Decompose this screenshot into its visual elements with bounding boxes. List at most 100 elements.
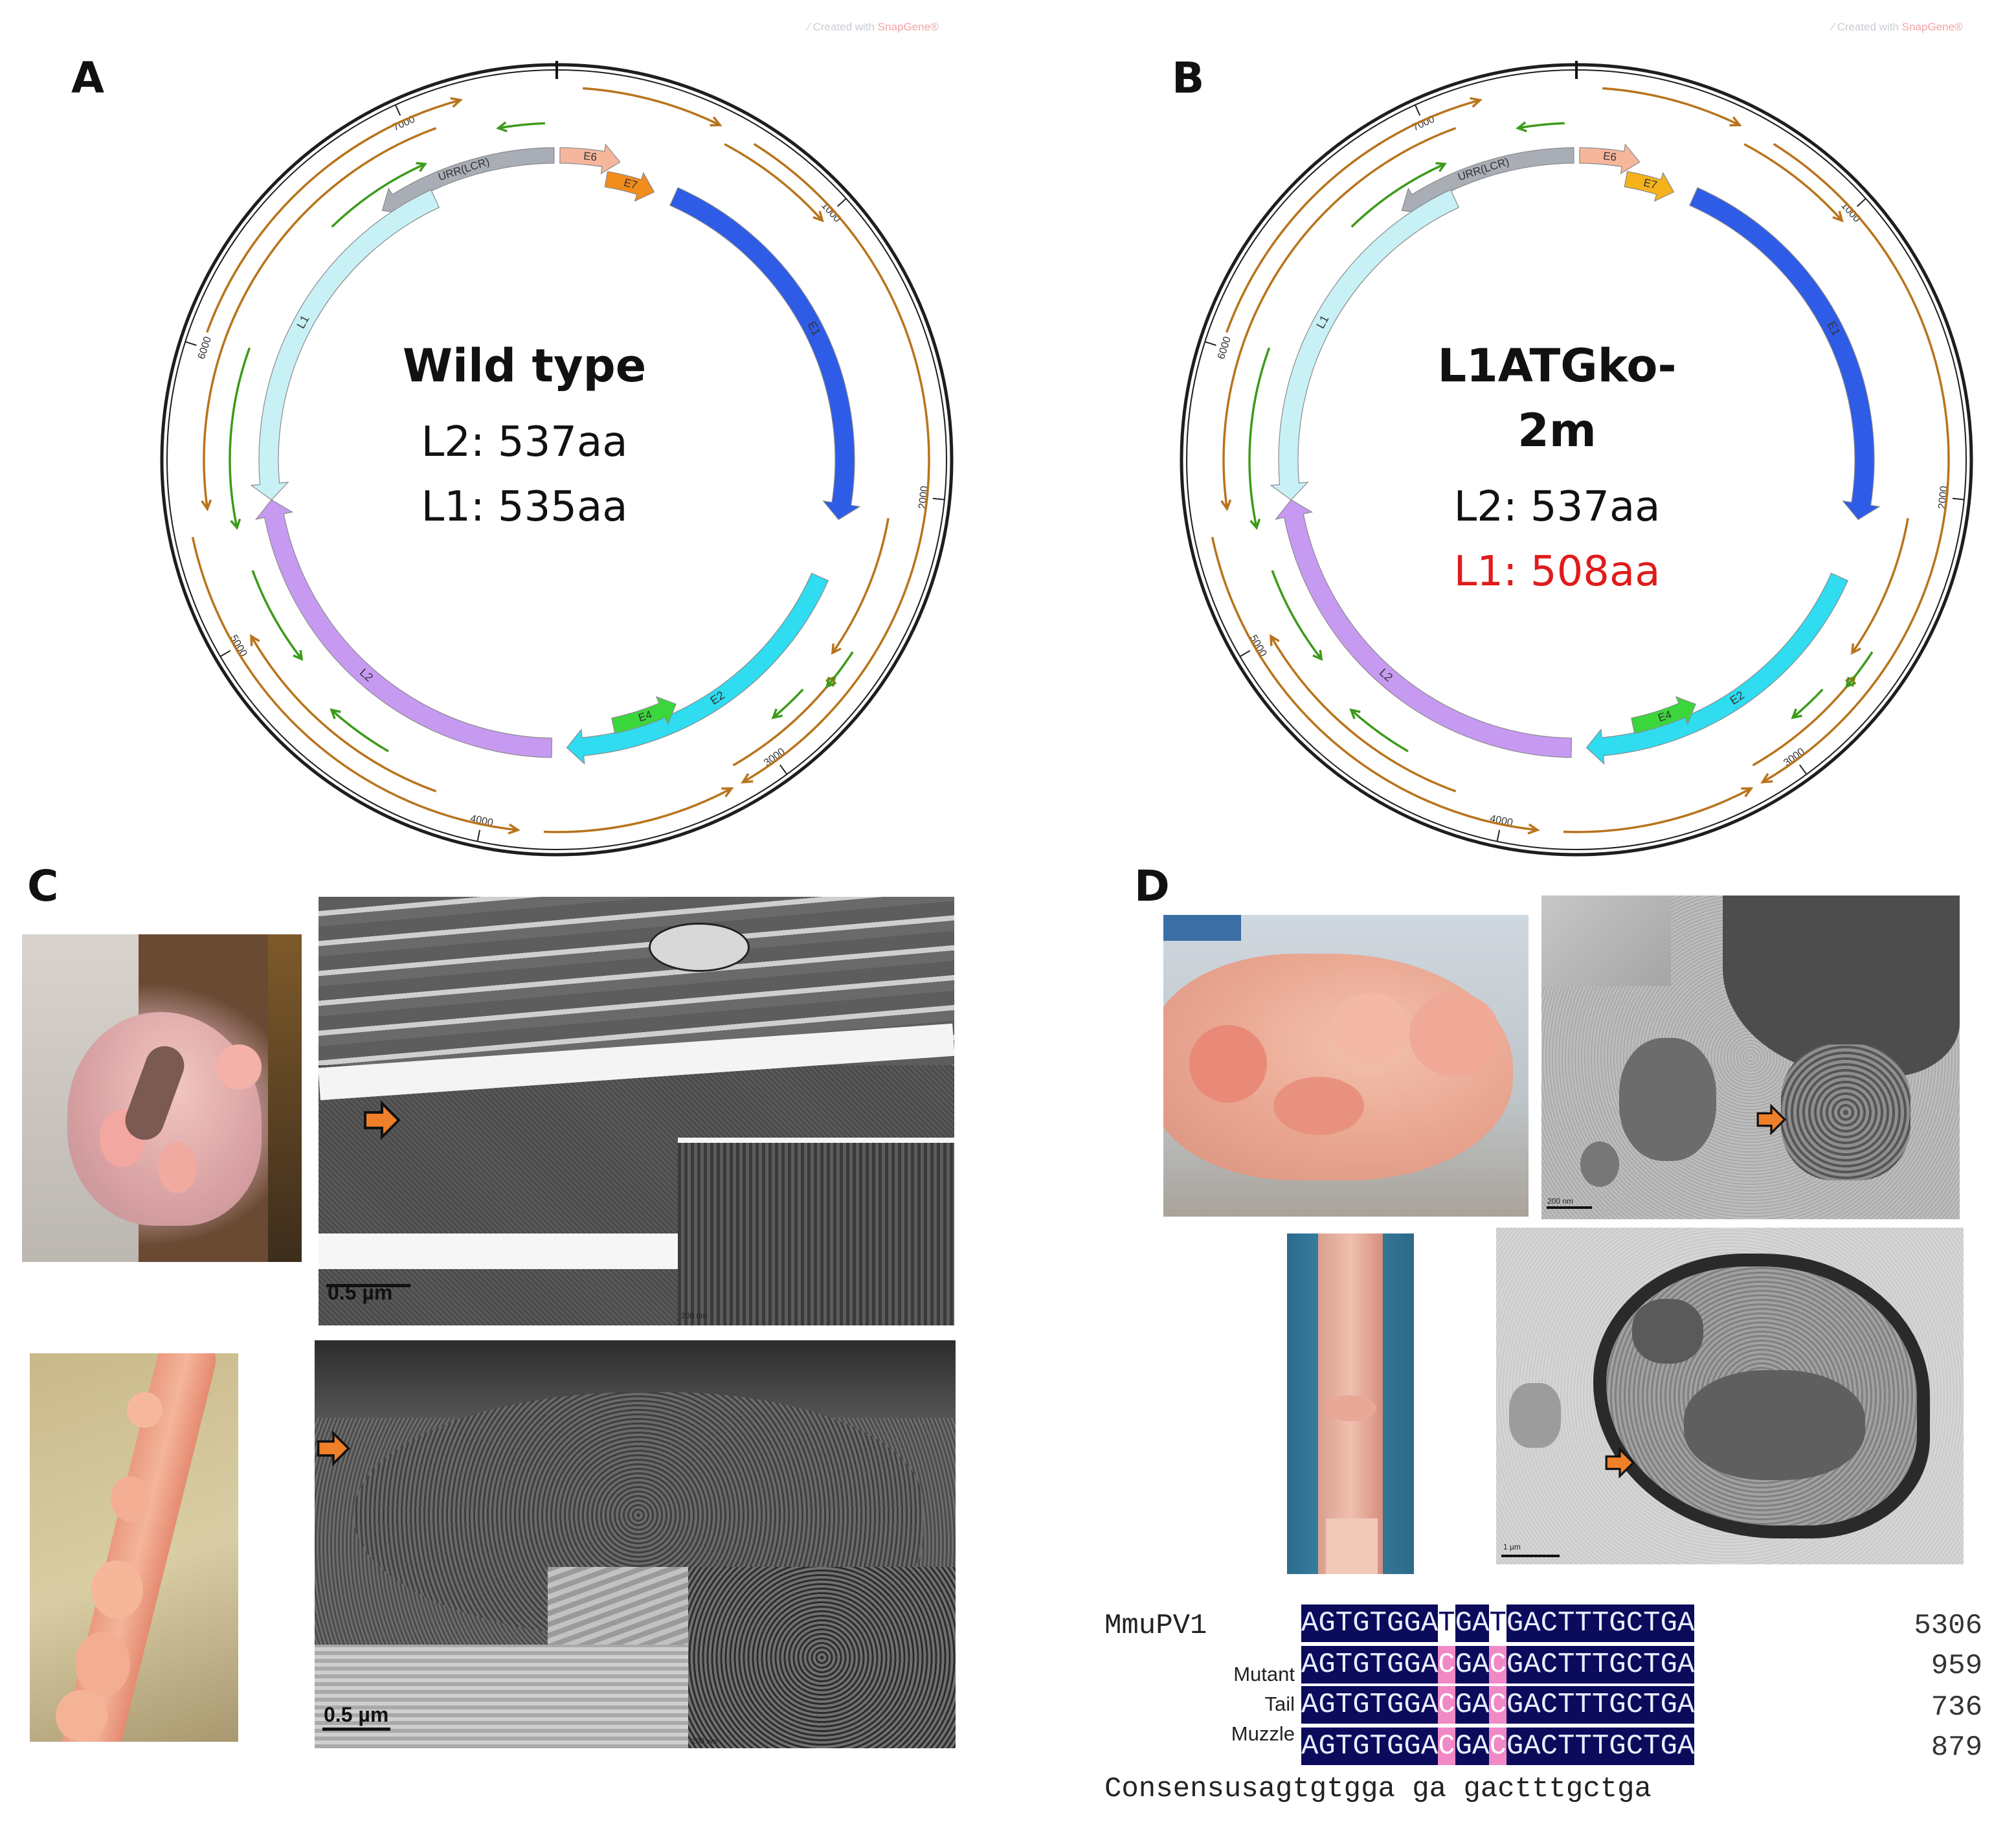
alignment-sequence-row: AGTGTGGACGACGACTTTGCTGA (1301, 1728, 1695, 1765)
arrow-marker-icon (1605, 1447, 1635, 1478)
e1-arrow (1689, 186, 1881, 521)
orf-arc-brown-6-head (721, 787, 734, 798)
arrow-marker-icon (364, 1101, 401, 1140)
orf-arc-brown-10-head (450, 96, 463, 108)
orf-arc-green-7-head (825, 677, 837, 689)
alignment-label-tail: Tail (1264, 1693, 1295, 1715)
orf-arc-green-3-head (1249, 519, 1261, 530)
alignment-number-mutant: 959 (1931, 1650, 1982, 1682)
orf-arc-brown-7 (191, 537, 519, 831)
panel-label-b: B (1172, 53, 1205, 103)
orf-arc-brown-4 (831, 517, 890, 654)
orf-arc-green-6-head (771, 708, 783, 719)
orf-arc-brown-9-head (201, 499, 212, 512)
mismatch-base: C (1438, 1686, 1455, 1724)
snapgene-credit-a: ⁄ Created with SnapGene® (808, 21, 939, 34)
map-a-l2-length: L2: 537aa (421, 418, 628, 466)
alignment-sequence-row: AGTGTGGATGATGACTTTGCTGA (1301, 1604, 1695, 1642)
snapgene-logo-icon: ⁄ (1832, 21, 1834, 33)
tick-5000 (219, 649, 231, 657)
reference-base: T (1489, 1604, 1506, 1642)
em-image-muzzle-mutant (1541, 895, 1960, 1219)
panel-label-a: A (71, 53, 105, 103)
tick-label-5000: 5000 (1248, 633, 1269, 659)
orf-arc-brown-4-head (1850, 643, 1861, 655)
e6-label: E6 (1602, 150, 1617, 163)
alignment-sequence-row: AGTGTGGACGACGACTTTGCTGA (1301, 1646, 1695, 1683)
muzzle-photo-mutant (1163, 915, 1529, 1217)
orf-arc-green-6-head (1791, 708, 1802, 719)
em-image-muzzle-wild-type (319, 897, 954, 1325)
orf-arc-green-6 (772, 688, 804, 719)
sequence-segment: GA (1455, 1604, 1490, 1642)
tick-1000 (836, 197, 847, 207)
snapgene-credit-prefix: Created with (1837, 21, 1902, 33)
tick-2000 (1952, 497, 1964, 501)
sequence-segment: GACTTTGCTGA (1506, 1646, 1695, 1683)
e4-arrow (611, 696, 677, 734)
alignment-number-muzzle: 879 (1931, 1731, 1982, 1764)
orf-arc-brown-2-head (1832, 210, 1844, 223)
scale-label-d-top: 200 nm (1547, 1197, 1574, 1206)
sequence-segment: GA (1455, 1728, 1490, 1765)
tick-4000 (476, 829, 481, 842)
orf-arc-green-7 (1846, 651, 1874, 688)
orf-arc-brown-10 (1226, 98, 1481, 333)
orf-arc-brown-2 (724, 143, 823, 221)
plasmid-map-l1atgko: 1000200030004000500060007000URR(LCR)E6E7… (1180, 61, 1973, 857)
scale-label-c-top: 0.5 µm (328, 1281, 393, 1304)
orf-arc-brown-4-head (831, 643, 842, 655)
sequence-segment: AGTGTGGA (1301, 1646, 1439, 1683)
tick-4000 (1496, 829, 1501, 842)
map-b-l2-length: L2: 537aa (1453, 483, 1661, 531)
alignment-label-mutant: Mutant (1233, 1663, 1295, 1685)
map-b-center-text: L1ATGko-2m L2: 537aa L1: 508aa (1408, 333, 1706, 604)
e2-arrow (566, 572, 829, 765)
tick-7000 (1414, 104, 1421, 116)
orf-arc-brown-4 (1851, 517, 1909, 654)
orf-arc-green-1-head (496, 121, 508, 133)
orf-arc-brown-7-head (1527, 823, 1540, 835)
orf-arc-green-3-head (230, 519, 241, 530)
tick-2000 (932, 497, 945, 501)
orf-arc-brown-8-head (250, 634, 260, 646)
orf-arc-brown-3-head (741, 772, 754, 783)
e1-arrow (669, 186, 861, 521)
orf-arc-brown-10-head (1470, 96, 1483, 108)
consensus-sequence: agtgtgga ga gactttgctga (1258, 1773, 1652, 1805)
tick-3000 (1799, 764, 1808, 775)
l1-arrow (1270, 189, 1460, 501)
orf-arc-green-1-head (1516, 121, 1527, 133)
sequence-segment: GA (1455, 1686, 1490, 1724)
sequence-segment: GA (1455, 1646, 1490, 1683)
orf-arc-brown-6 (543, 787, 732, 833)
orf-arc-green-3 (1248, 347, 1271, 528)
alignment-sequence-row: AGTGTGGACGACGACTTTGCTGA (1301, 1686, 1695, 1724)
orf-arc-brown-1-head (1729, 116, 1742, 127)
snapgene-credit-prefix: Created with (812, 21, 878, 33)
consensus-label: Consensus (1104, 1773, 1259, 1805)
alignment-label-muzzle: Muzzle (1231, 1722, 1295, 1745)
tick-5000 (1239, 649, 1251, 657)
orf-arc-brown-2-head (812, 210, 824, 223)
alignment-consensus: Consensusagtgtgga ga gactttgctga (1104, 1770, 1652, 1808)
alignment-number-reference: 5306 (1914, 1610, 1982, 1642)
tick-6000 (1204, 341, 1216, 346)
arrow-marker-icon (1756, 1104, 1787, 1135)
orf-arc-green-3 (229, 347, 251, 528)
orf-arc-brown-8 (250, 635, 437, 793)
orf-arc-green-4 (330, 709, 389, 752)
e6-arrow (559, 143, 621, 175)
e7-arrow (604, 171, 655, 202)
panel-label-c: C (27, 861, 59, 911)
tick-label-6000: 6000 (1216, 335, 1233, 361)
sequence-segment: GACTTTGCTGA (1506, 1686, 1695, 1724)
urr-label: URR(LCR) (436, 155, 491, 183)
map-a-title: Wild type (402, 339, 647, 392)
scale-label-d-bottom: 1 µm (1503, 1542, 1521, 1551)
orf-arc-brown-8 (1270, 635, 1457, 793)
snapgene-credit-brand: SnapGene® (1901, 21, 1963, 33)
em-image-tail-mutant (1496, 1228, 1964, 1564)
sequence-alignment: MmuPV1 Mutant Tail Muzzle AGTGTGGATGATGA… (1101, 1604, 2007, 1818)
orf-arc-brown-2 (1743, 143, 1843, 221)
